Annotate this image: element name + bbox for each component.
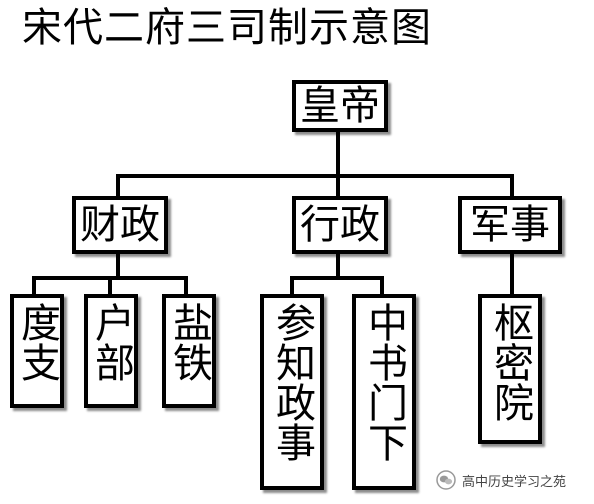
- node-zhongshu-menxia-label: 中书门下: [361, 302, 407, 462]
- node-yantie: 盐铁: [162, 294, 216, 408]
- node-emperor: 皇帝: [292, 80, 388, 132]
- node-shumiyuan: 枢密院: [478, 294, 542, 444]
- node-canzhi-zhengshi-label: 参知政事: [269, 302, 315, 462]
- node-military: 军事: [458, 196, 562, 254]
- node-emperor-label: 皇帝: [300, 83, 380, 129]
- node-finance: 财政: [72, 196, 168, 254]
- node-duzhi-label: 度支: [14, 302, 60, 382]
- watermark-text: 高中历史学习之苑: [462, 474, 567, 490]
- diagram-title: 宋代二府三司制示意图: [22, 5, 432, 51]
- node-hubu-label: 户部: [88, 302, 134, 382]
- node-finance-label: 财政: [80, 202, 160, 248]
- node-administration-label: 行政: [300, 202, 380, 248]
- node-administration: 行政: [292, 196, 388, 254]
- node-canzhi-zhengshi: 参知政事: [260, 294, 324, 490]
- node-zhongshu-menxia: 中书门下: [352, 294, 416, 490]
- watermark: 高中历史学习之苑: [436, 470, 566, 490]
- node-hubu: 户部: [84, 294, 138, 408]
- wechat-icon: [436, 470, 456, 490]
- node-shumiyuan-label: 枢密院: [487, 302, 533, 422]
- node-yantie-label: 盐铁: [166, 302, 212, 382]
- node-military-label: 军事: [470, 202, 550, 248]
- node-duzhi: 度支: [10, 294, 64, 408]
